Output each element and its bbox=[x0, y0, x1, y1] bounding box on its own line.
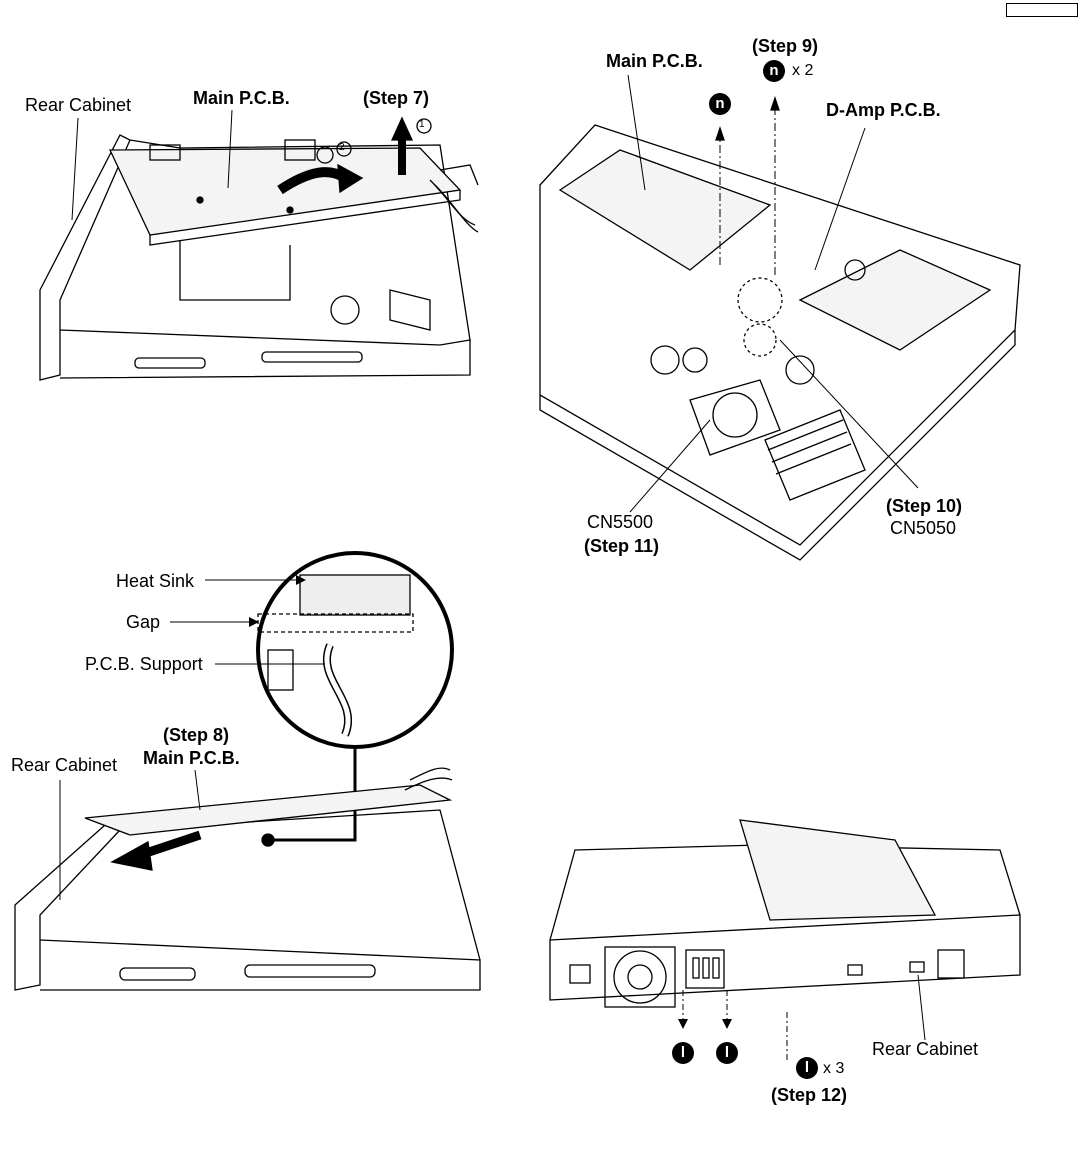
d2-screw-n-icon-2: n bbox=[709, 93, 731, 115]
d3-step8-label: (Step 8) bbox=[163, 725, 230, 745]
d4-step12-label: (Step 12) bbox=[771, 1085, 848, 1105]
d4-screw-l-icon-1: l bbox=[672, 1042, 694, 1064]
d1-main-pcb-label: Main P.C.B. bbox=[193, 88, 290, 108]
d4-screw-l-icon-2: l bbox=[716, 1042, 738, 1064]
d3-main-pcb-label: Main P.C.B. bbox=[143, 748, 240, 768]
d2-cn5050-label: CN5050 bbox=[890, 518, 957, 538]
d2-step10-label: (Step 10) bbox=[886, 496, 963, 516]
d4-screw-count-label: x 3 bbox=[823, 1060, 845, 1077]
d4-screw-l-icon-3: l bbox=[796, 1057, 818, 1079]
d1-circle-2-label: 2 bbox=[339, 142, 345, 153]
d3-gap-label: Gap bbox=[126, 612, 161, 632]
d1-circle-1-label: 1 bbox=[419, 119, 425, 130]
page-number-box bbox=[1006, 3, 1078, 17]
d3-heat-sink-label: Heat Sink bbox=[116, 571, 195, 591]
d1-rear-cabinet-label: Rear Cabinet bbox=[25, 95, 132, 115]
diagram-3-main-pcb-slide bbox=[14, 551, 481, 991]
d3-rear-cabinet-label: Rear Cabinet bbox=[11, 755, 118, 775]
d2-screw-count-label: x 2 bbox=[792, 62, 814, 79]
d1-step7-label: (Step 7) bbox=[363, 88, 430, 108]
d2-cn5500-label: CN5500 bbox=[587, 512, 654, 532]
d2-d-amp-pcb-label: D-Amp P.C.B. bbox=[826, 100, 941, 120]
d3-pcb-support-label: P.C.B. Support bbox=[85, 654, 203, 674]
d2-step11-label: (Step 11) bbox=[584, 536, 660, 556]
diagram-4-rear-cabinet bbox=[549, 819, 1021, 1060]
d2-screw-n-icon: n bbox=[763, 60, 785, 82]
diagram-1-main-pcb-removal bbox=[39, 109, 479, 381]
diagram-2-d-amp-pcb bbox=[539, 74, 1021, 561]
d2-main-pcb-label: Main P.C.B. bbox=[606, 51, 703, 71]
d2-step9-label: (Step 9) bbox=[752, 36, 819, 56]
d4-rear-cabinet-label: Rear Cabinet bbox=[872, 1039, 979, 1059]
